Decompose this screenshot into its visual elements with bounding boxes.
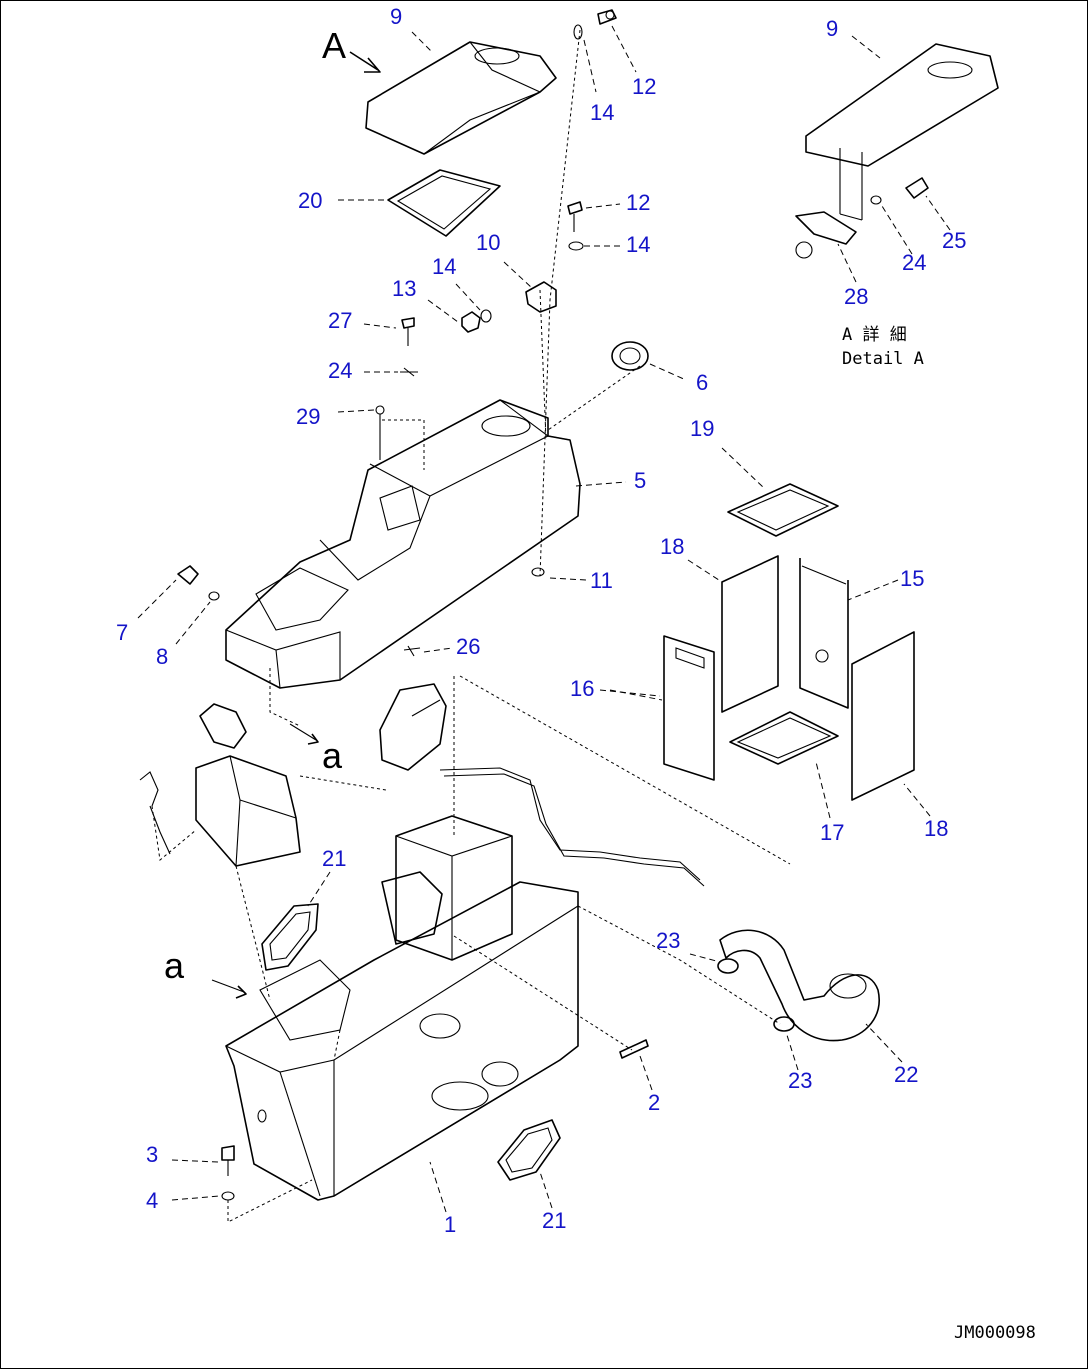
callout-16: 16	[570, 676, 594, 701]
callout-23-upper: 23	[656, 928, 680, 953]
part-12-bolt-mid	[567, 201, 583, 232]
part-11-screw	[531, 567, 545, 577]
part-7-screw	[177, 565, 199, 585]
detail-a-caption-jp: A 詳 細	[842, 325, 907, 345]
callout-11: 11	[590, 568, 613, 593]
callout-14-left: 14	[432, 254, 456, 279]
part-14-washer-left	[480, 309, 492, 323]
part-22-duct	[719, 929, 880, 1042]
part-21-grommet-upper	[261, 903, 319, 971]
part-13-nut	[461, 311, 481, 333]
callout-10: 10	[476, 230, 500, 255]
part-4-washer	[221, 1179, 313, 1223]
part-14-washer-mid	[568, 241, 584, 251]
callout-18-front: 18	[924, 816, 948, 841]
detail-a-armrest	[795, 43, 999, 259]
drawing-code: JM000098	[954, 1323, 1036, 1343]
part-6-cup-holder	[611, 341, 649, 371]
ref-mark-a-lower: a	[164, 945, 247, 999]
part-24-washer-small	[400, 367, 418, 377]
part-19-pad	[727, 483, 839, 537]
callout-8: 8	[156, 644, 168, 669]
part-1-console-box	[225, 815, 579, 1201]
part-2-pin	[619, 1039, 649, 1059]
part-20-pad	[387, 169, 501, 237]
callout-15: 15	[900, 566, 924, 591]
part-21-grommet-lower	[497, 1119, 561, 1181]
callout-14-mid: 14	[626, 232, 650, 257]
callout-7: 7	[116, 620, 128, 645]
part-9-armrest-cover	[365, 41, 557, 155]
callout-24-detail: 24	[902, 250, 926, 275]
part-12-bolt-top	[597, 9, 617, 25]
ref-mark-a-upper: a	[289, 723, 343, 776]
part-18-panel-back	[721, 555, 779, 713]
callout-1: 1	[444, 1212, 456, 1237]
ref-mark-a-lower-label: a	[164, 945, 185, 986]
callout-21-lower: 21	[542, 1208, 566, 1233]
callout-labels: 9 14 12 20 12 10 14 14 13 27 24 6 29 5 1…	[116, 4, 966, 1237]
callout-6: 6	[696, 370, 708, 395]
lever-assembly	[139, 703, 301, 867]
callout-23-lower: 23	[788, 1068, 812, 1093]
callout-19: 19	[690, 416, 714, 441]
part-15-panel	[799, 558, 849, 709]
detail-a-caption: A 詳 細 Detail A	[842, 325, 924, 369]
callout-27: 27	[328, 308, 352, 333]
part-3-bolt	[221, 1145, 235, 1176]
part-17-pad	[729, 711, 839, 765]
callout-29: 29	[296, 404, 320, 429]
callout-3: 3	[146, 1142, 158, 1167]
part-10-bracket	[525, 281, 557, 313]
callout-4: 4	[146, 1188, 158, 1213]
callout-5: 5	[634, 468, 646, 493]
callout-12-mid: 12	[626, 190, 650, 215]
part-23-clamp-lower	[773, 1016, 795, 1032]
ref-mark-a-upper-label: a	[322, 735, 343, 776]
callout-22: 22	[894, 1062, 918, 1087]
callout-28: 28	[844, 284, 868, 309]
detail-a-caption-en: Detail A	[842, 349, 924, 369]
part-5-console-cover	[225, 399, 581, 689]
callout-25: 25	[942, 228, 966, 253]
part-8-washer	[208, 591, 220, 601]
callout-17: 17	[820, 820, 844, 845]
callout-20: 20	[298, 188, 322, 213]
part-26-clip	[403, 645, 421, 657]
callout-18-back: 18	[660, 534, 684, 559]
leader-lines	[137, 25, 951, 1213]
part-14-washer-top	[573, 24, 583, 40]
callout-13: 13	[392, 276, 416, 301]
part-23-clamp-upper	[717, 958, 739, 974]
callout-21-upper: 21	[322, 846, 346, 871]
assembly-lines	[151, 29, 791, 1061]
callout-14-top: 14	[590, 100, 614, 125]
part-27-screw	[401, 317, 415, 346]
callout-24: 24	[328, 358, 352, 383]
part-16-panel	[663, 635, 715, 781]
callout-9-top: 9	[390, 4, 402, 29]
callout-12-top: 12	[632, 74, 656, 99]
view-arrow-a: A	[322, 25, 381, 73]
view-arrow-icon	[349, 51, 381, 73]
callout-2: 2	[648, 1090, 660, 1115]
callout-9-detail: 9	[826, 16, 838, 41]
wiring-harness	[379, 683, 705, 887]
callout-26: 26	[456, 634, 480, 659]
part-18-panel-front	[851, 631, 915, 801]
view-arrow-label: A	[322, 25, 346, 66]
